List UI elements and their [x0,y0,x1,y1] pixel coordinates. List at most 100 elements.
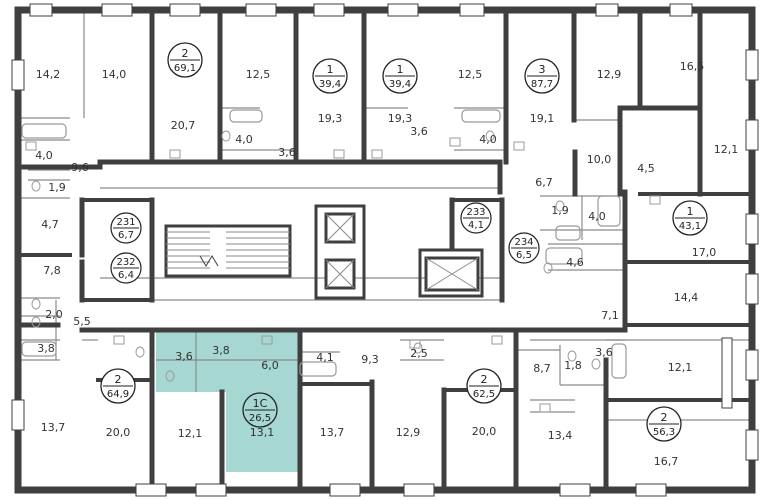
storage-number: 233 [466,207,485,218]
apartment-area: 56,3 [653,427,675,438]
window-icon [595,3,619,17]
room-area-label: 4,5 [637,162,655,175]
apartment-number: 1 [687,205,694,218]
room-area-label: 12,1 [714,143,739,156]
room-area-label: 13,7 [320,426,345,439]
toilet-icon [31,316,41,328]
window-icon [101,3,133,17]
bathtub-icon [611,343,627,379]
apartment-area: 26,5 [249,413,271,424]
room-area-label: 4,6 [566,256,584,269]
room-area-label: 19,3 [318,112,343,125]
storage-area: 4,1 [468,220,484,231]
sink-icon [539,403,551,413]
bathtub-icon [21,341,57,357]
window-icon [745,119,759,151]
apartment-badge-a6: 264,9 [100,368,136,404]
bathtub-icon [597,195,621,227]
bathtub-icon [299,361,337,377]
room-area-label: 8,7 [533,362,551,375]
window-icon [245,3,277,17]
window-icon [135,483,167,497]
apartment-number: 2 [661,411,668,424]
room-area-label: 9,3 [361,353,379,366]
room-area-label: 12,1 [668,361,693,374]
room-area-label: 3,8 [212,344,230,357]
elevator-cross [325,259,355,289]
bathtub-icon [229,109,263,123]
elevator-cross [325,213,355,243]
room-area-label: 1,9 [551,204,569,217]
room-area-label: 12,9 [396,426,421,439]
apartment-number: 1 [327,63,334,76]
room-area-label: 6,7 [535,176,553,189]
storage-number: 234 [514,237,533,248]
window-icon [745,349,759,381]
window-icon [11,59,25,91]
room-area-label: 14,0 [102,68,127,81]
selected-apartment-fill [156,330,300,472]
window-icon [745,429,759,461]
room-area-label: 1,8 [564,359,582,372]
apartment-number: 2 [481,373,488,386]
room-area-label: 4,7 [41,218,59,231]
toilet-icon [555,200,565,212]
apartment-area: 43,1 [679,221,701,232]
room-area-label: 7,8 [43,264,61,277]
sink-icon [333,149,345,159]
room-area-label: 10,0 [587,153,612,166]
room-area-label: 14,4 [674,291,699,304]
toilet-icon [31,180,41,192]
elevator-shaft [314,204,366,300]
room-area-label: 19,1 [530,112,555,125]
window-icon [635,483,667,497]
room-area-label: 13,7 [41,421,66,434]
room-area-label: 20,7 [171,119,196,132]
toilet-icon [485,130,495,142]
apartment-badge-a1: 269,1 [167,42,203,78]
room-area-label: 20,0 [472,425,497,438]
room-area-label: 17,0 [692,246,717,259]
window-icon [313,3,345,17]
room-area-label: 16,5 [680,60,705,73]
sink-icon [169,149,181,159]
storage-area: 6,4 [118,270,134,281]
storage-number: 231 [116,217,135,228]
window-icon [459,3,485,17]
room-area-label: 19,3 [388,112,413,125]
storage-number: 232 [116,257,135,268]
window-icon [329,483,361,497]
window-icon [169,3,201,17]
apartment-badge-a3: 139,4 [382,58,418,94]
apartment-number: 3 [539,63,546,76]
sink-icon [449,137,461,147]
apartment-badge-a8: 262,5 [466,368,502,404]
room-area-label: 1,9 [48,181,66,194]
window-icon [387,3,419,17]
window-icon [195,483,227,497]
room-area-label: 20,0 [106,426,131,439]
room-area-label: 13,4 [548,429,573,442]
room-area-label: 6,0 [261,359,279,372]
window-icon [403,483,435,497]
apartment-number: 2 [115,373,122,386]
room-area-label: 12,1 [178,427,203,440]
apartment-badge-a4: 387,7 [524,58,560,94]
apartment-number: 2 [182,47,189,60]
apartment-badge-a5: 143,1 [672,200,708,236]
room-area-label: 12,5 [458,68,483,81]
sink-icon [113,335,125,345]
bathtub-icon [555,225,581,241]
room-area-label: 3,6 [278,146,296,159]
room-area-label: 4,0 [235,133,253,146]
sink-icon [513,141,525,151]
window-icon [745,273,759,305]
toilet-icon [135,346,145,358]
room-area-label: 9,6 [71,161,89,174]
room-area-label: 12,5 [246,68,271,81]
room-area-label: 2,0 [45,308,63,321]
room-area-label: 4,1 [316,351,334,364]
